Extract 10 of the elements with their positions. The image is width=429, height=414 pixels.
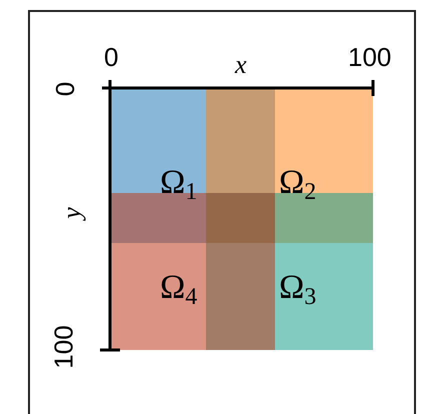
tick-label: 0 <box>104 44 118 70</box>
subdomain-label: Ω$_{4}$ <box>160 271 198 309</box>
tick-label: 100 <box>348 44 392 70</box>
subdomain-label: Ω$_{3}$ <box>279 271 316 309</box>
tick-label: 100 <box>50 325 77 369</box>
axis-label: y <box>58 207 85 219</box>
subdomain-label: Ω$_{1}$ <box>160 166 198 204</box>
axis-label: x <box>235 52 247 78</box>
tick-label: 0 <box>52 82 78 96</box>
subdomain-label: Ω$_{2}$ <box>279 166 316 204</box>
